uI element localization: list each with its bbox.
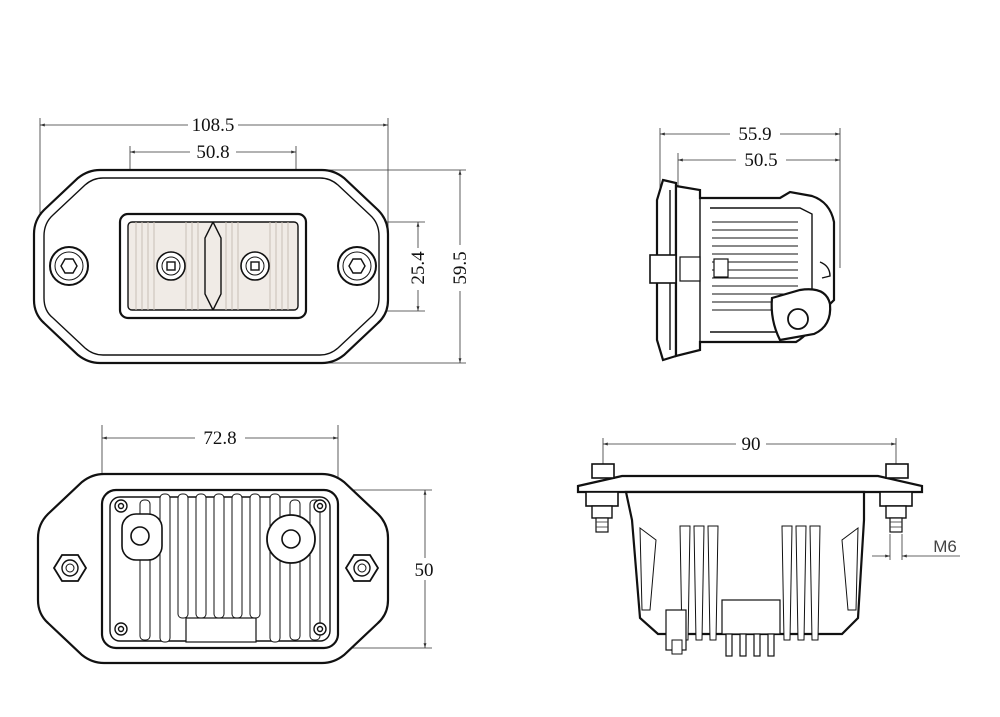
back-height-label: 50 — [415, 560, 434, 581]
back-boss-right-icon — [266, 514, 316, 564]
back-nut-right-icon — [344, 554, 380, 582]
bolt-left-icon — [49, 246, 89, 286]
side-view: 55.9 50.5 — [649, 123, 841, 362]
bottom-width-label: 90 — [742, 434, 761, 455]
back-nut-left-icon — [52, 554, 88, 582]
bottom-flange — [576, 474, 924, 494]
lens-width-label: 50.8 — [196, 142, 229, 163]
side-connector — [649, 254, 677, 284]
lens-height-label: 25.4 — [408, 251, 429, 285]
bolt-size-label: M6 — [933, 537, 957, 556]
front-width-label: 108.5 — [192, 115, 235, 136]
corner-screws-icon — [114, 499, 327, 636]
back-view: 72.8 50 — [36, 425, 440, 665]
front-height-label: 59.5 — [450, 251, 471, 284]
bottom-bolt-right-icon — [879, 463, 913, 533]
bottom-bolt-left-icon — [585, 463, 619, 533]
side-mount-hole-icon — [787, 308, 809, 330]
side-depth-label: 55.9 — [738, 124, 771, 145]
led-right — [240, 251, 270, 281]
led-left — [156, 251, 186, 281]
back-width-label: 72.8 — [203, 428, 236, 449]
bottom-view: 90 — [576, 431, 960, 657]
side-body-depth-label: 50.5 — [744, 150, 777, 171]
front-view: 108.5 50.8 25.4 59.5 — [32, 114, 471, 365]
bolt-right-icon — [337, 246, 377, 286]
back-boss-left-icon — [121, 513, 163, 561]
bottom-pins — [725, 633, 775, 657]
lens-fresnel-lines — [135, 222, 289, 310]
bottom-fins — [639, 525, 859, 641]
